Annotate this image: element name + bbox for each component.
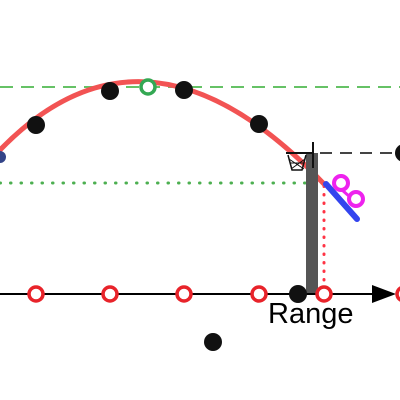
trajectory-marker [27,116,45,134]
peak-marker [139,78,157,96]
arrow-right-icon [372,285,396,303]
trajectory-marker [101,82,119,100]
range-marker [315,285,333,303]
hoop-pole [306,153,318,294]
trajectory-marker [204,333,222,351]
trajectory-marker [395,144,400,162]
trajectory-marker [175,81,193,99]
range-marker [250,285,268,303]
basketball-hoop-icon [286,142,314,171]
range-marker [101,285,119,303]
range-marker [175,285,193,303]
trajectory-marker [250,115,268,133]
range-marker [395,286,400,302]
range-marker [27,285,45,303]
player-figure-icon [323,174,365,222]
player-hand-lower [347,190,365,208]
trajectory-marker [289,285,307,303]
range-label: Range [268,298,354,330]
player-torso [323,181,360,222]
trajectory-path [0,79,327,187]
trajectory-marker [0,151,6,163]
player-hand-upper [332,174,350,192]
